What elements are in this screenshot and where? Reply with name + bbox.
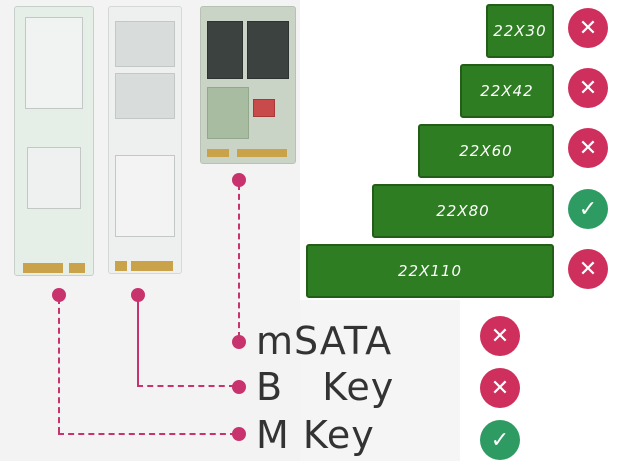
length-22x110-cross-icon: ✕ xyxy=(568,249,608,289)
b-key-leader-vertical xyxy=(137,298,139,386)
length-22x60-label: 22X60 xyxy=(459,142,513,160)
m-key-sticker xyxy=(25,17,83,109)
length-22x30-ssd: 22X30 xyxy=(486,4,554,58)
msata-chip-1 xyxy=(207,21,243,79)
length-22x42-label: 22X42 xyxy=(480,82,534,100)
b-key-chip-2 xyxy=(115,73,175,119)
msata-connector-left xyxy=(207,149,229,157)
length-22x80-label: 22X80 xyxy=(436,202,490,220)
m-key-connector xyxy=(23,263,63,273)
length-22x30-label: 22X30 xyxy=(493,22,547,40)
msata-chip-2 xyxy=(247,21,289,79)
msata-pointer-dot xyxy=(232,173,246,187)
m-key-label-dot xyxy=(232,427,246,441)
b-key-cross-icon: ✕ xyxy=(480,368,520,408)
m-key-ssd-image xyxy=(14,6,94,276)
length-22x42-cross-icon: ✕ xyxy=(568,68,608,108)
length-22x60-cross-icon: ✕ xyxy=(568,128,608,168)
msata-leader-line xyxy=(238,184,240,338)
msata-label: mSATA xyxy=(256,319,393,363)
b-key-leader-horizontal xyxy=(137,385,235,387)
msata-component xyxy=(253,99,275,117)
b-key-label-dot xyxy=(232,380,246,394)
m-key-pointer-dot xyxy=(52,288,66,302)
length-22x30-cross-icon: ✕ xyxy=(568,8,608,48)
label-background xyxy=(300,300,460,461)
m-key-label: M Key xyxy=(256,413,375,457)
m-key-sticker-lower xyxy=(27,147,81,209)
length-22x80-ssd: 22X80 xyxy=(372,184,554,238)
b-key-ssd-image xyxy=(108,6,182,274)
m-key-check-icon: ✓ xyxy=(480,420,520,460)
b-key-connector xyxy=(115,261,127,271)
m-key-connector-tail xyxy=(69,263,85,273)
length-22x42-ssd: 22X42 xyxy=(460,64,554,118)
msata-ssd-image xyxy=(200,6,296,164)
length-22x60-ssd: 22X60 xyxy=(418,124,554,178)
length-22x110-ssd: 22X110 xyxy=(306,244,554,298)
m-key-leader-horizontal xyxy=(58,433,236,435)
msata-connector-right xyxy=(237,149,287,157)
b-key-pointer-dot xyxy=(131,288,145,302)
msata-label-dot xyxy=(232,335,246,349)
b-key-connector-main xyxy=(131,261,173,271)
b-key-label: B Key xyxy=(256,365,395,409)
msata-controller-area xyxy=(207,87,249,139)
length-22x110-label: 22X110 xyxy=(398,262,462,280)
msata-cross-icon: ✕ xyxy=(480,316,520,356)
m-key-leader-vertical xyxy=(58,298,60,433)
length-22x80-check-icon: ✓ xyxy=(568,189,608,229)
b-key-chip-1 xyxy=(115,21,175,67)
b-key-sticker xyxy=(115,155,175,237)
